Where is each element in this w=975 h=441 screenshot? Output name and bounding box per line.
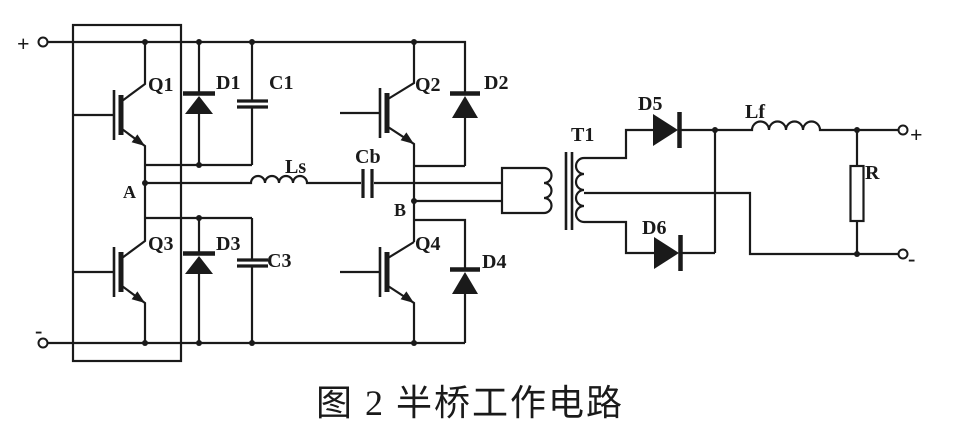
diode-d4 — [450, 267, 480, 343]
r-body — [849, 164, 865, 223]
label-d1: D1 — [216, 72, 240, 94]
t1-primary-winding — [500, 166, 553, 215]
d5-triangle-icon — [653, 114, 678, 146]
q2-emitter-to-b — [387, 126, 416, 242]
node-a-dot — [142, 180, 148, 186]
junction-dot — [196, 215, 202, 221]
c3-plates — [237, 258, 268, 268]
cb-plates — [361, 169, 374, 198]
t1-core — [564, 152, 574, 230]
junction-dot — [854, 127, 860, 133]
igbt-q1 — [74, 42, 147, 183]
q2-emitter-arrow-icon — [400, 132, 414, 144]
junction-dots — [142, 39, 860, 346]
label-d3: D3 — [216, 233, 240, 255]
diode-d1 — [183, 42, 215, 165]
d4-triangle-icon — [452, 272, 478, 294]
label-r: R — [865, 162, 880, 184]
q3-collector — [121, 183, 147, 259]
node-b-dot — [411, 198, 417, 204]
input-positive-terminal — [37, 36, 49, 48]
igbt-q2 — [340, 42, 416, 242]
d3-triangle-icon — [185, 256, 213, 274]
junction-dot — [142, 39, 148, 45]
junction-dot — [854, 251, 860, 257]
q3-emitter — [121, 285, 147, 343]
igbt-q4 — [340, 241, 416, 343]
figure-caption: 图 2 半桥工作电路 — [316, 383, 624, 423]
output-positive-terminal — [897, 124, 909, 136]
label-cb: Cb — [355, 146, 381, 168]
output-negative-sign: - — [908, 246, 915, 271]
d2-triangle-icon — [452, 96, 478, 118]
junction-dot — [196, 39, 202, 45]
junction-dot — [142, 340, 148, 346]
wire-a-ls — [145, 174, 361, 185]
label-ls: Ls — [285, 156, 306, 178]
component-labels: Q1 D1 C1 Q2 D2 Q3 D3 C3 Q4 D4 Ls Cb T1 D… — [123, 72, 880, 273]
t1-secondary-winding — [574, 156, 585, 224]
igbt-q3 — [74, 183, 147, 343]
input-positive-sign: + — [17, 31, 30, 56]
t1-center-tap-to-negative-out — [584, 191, 899, 256]
t1-secondary-bottom-lead — [584, 220, 654, 255]
transformer-t1 — [500, 128, 899, 256]
c1-plates — [237, 99, 268, 109]
label-d6: D6 — [642, 217, 666, 239]
label-d5: D5 — [638, 93, 662, 115]
junction-dot — [196, 340, 202, 346]
junction-dot — [249, 340, 255, 346]
resistor-r — [849, 130, 865, 254]
q1-collector — [121, 42, 147, 102]
label-c3: C3 — [267, 250, 291, 272]
junction-dot — [712, 127, 718, 133]
diode-d2 — [450, 91, 480, 166]
q2-collector — [387, 42, 416, 100]
label-q2: Q2 — [415, 74, 441, 96]
diode-d6 — [654, 235, 715, 271]
diode-d5 — [653, 112, 715, 148]
label-c1: C1 — [269, 72, 293, 94]
label-q4: Q4 — [415, 233, 441, 255]
label-d4: D4 — [482, 251, 506, 273]
d1-triangle-icon — [185, 96, 213, 114]
capacitor-cb — [361, 169, 374, 198]
wire-top-rail — [47, 40, 467, 92]
junction-dot — [196, 162, 202, 168]
label-lf: Lf — [745, 101, 765, 123]
label-q1: Q1 — [148, 74, 174, 96]
capacitor-c3 — [237, 218, 268, 343]
capacitor-c1 — [237, 42, 268, 165]
igbt-module-outline — [71, 23, 183, 363]
output-positive-sign: + — [910, 122, 923, 147]
diode-d3 — [183, 218, 215, 343]
input-negative-sign: - — [35, 318, 42, 343]
inductor-lf — [715, 120, 899, 132]
q4-emitter — [387, 285, 416, 343]
q1-emitter — [121, 128, 147, 183]
junction-dot — [411, 39, 417, 45]
label-node-b: B — [394, 200, 406, 220]
output-negative-terminal — [897, 248, 909, 260]
d6-triangle-icon — [654, 237, 679, 269]
label-q3: Q3 — [148, 233, 174, 255]
q4-collector — [387, 241, 415, 259]
label-node-a: A — [123, 182, 136, 202]
junction-dot — [249, 39, 255, 45]
junction-dot — [411, 340, 417, 346]
q1-emitter-arrow-icon — [131, 134, 145, 146]
t1-secondary-top-lead — [584, 128, 653, 160]
input-negative-terminal — [37, 337, 49, 349]
wires — [47, 40, 502, 345]
q3-emitter-arrow-icon — [131, 291, 145, 303]
label-t1: T1 — [571, 124, 594, 146]
wire-d4-top — [414, 218, 467, 268]
q4-emitter-arrow-icon — [400, 291, 414, 303]
label-d2: D2 — [484, 72, 508, 94]
